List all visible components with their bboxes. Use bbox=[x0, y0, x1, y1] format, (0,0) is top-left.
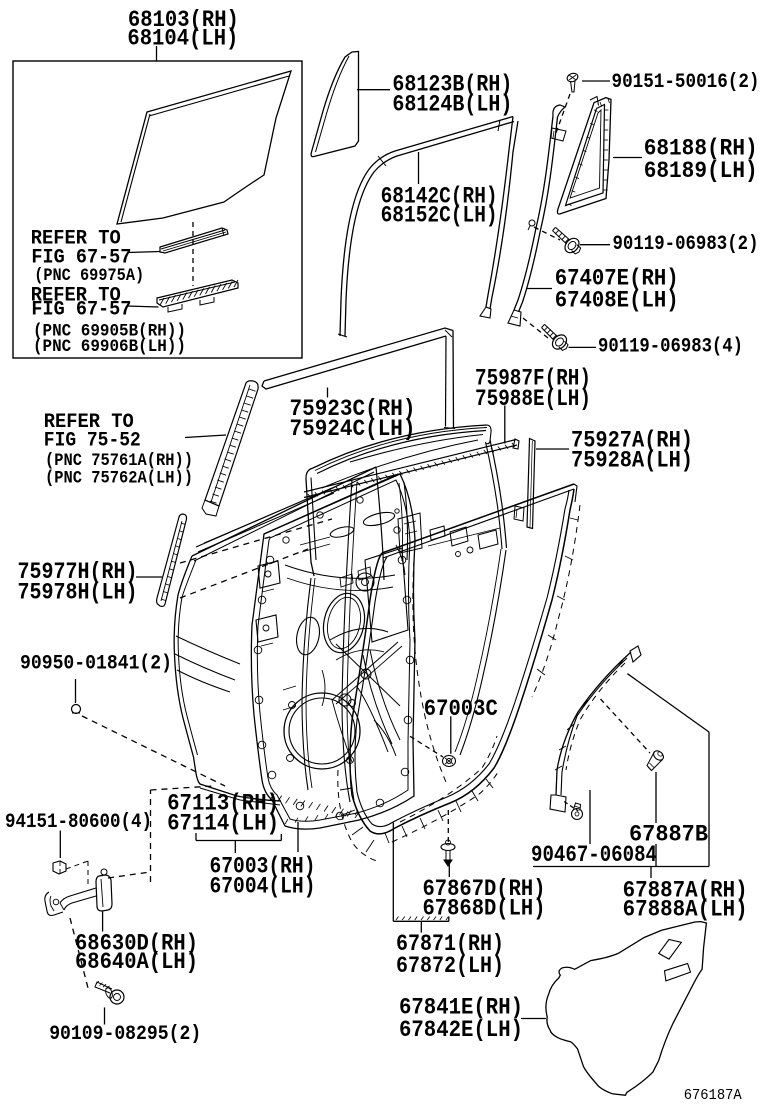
svg-text:68104(LH): 68104(LH) bbox=[127, 25, 238, 51]
svg-text:75978H(LH): 75978H(LH) bbox=[18, 580, 138, 606]
svg-text:68123B(RH): 68123B(RH) bbox=[392, 72, 512, 98]
svg-text:(PNC 69906B(LH)): (PNC 69906B(LH)) bbox=[33, 337, 186, 357]
svg-text:68188(RH): 68188(RH) bbox=[644, 136, 758, 162]
svg-text:75924C(LH): 75924C(LH) bbox=[290, 416, 416, 442]
svg-text:90119-06983(4): 90119-06983(4) bbox=[598, 336, 743, 359]
svg-text:67004(LH): 67004(LH) bbox=[210, 873, 316, 899]
svg-text:67872(LH): 67872(LH) bbox=[396, 953, 504, 979]
svg-text:(PNC 69905B(RH)): (PNC 69905B(RH)) bbox=[33, 322, 186, 342]
svg-text:68630D(RH): 68630D(RH) bbox=[75, 931, 198, 957]
svg-text:75923C(RH): 75923C(RH) bbox=[290, 396, 416, 422]
svg-text:(PNC 75761A(RH)): (PNC 75761A(RH)) bbox=[45, 451, 193, 471]
svg-text:67871(RH): 67871(RH) bbox=[396, 931, 504, 957]
svg-text:67867D(RH): 67867D(RH) bbox=[423, 876, 546, 902]
svg-text:67888A(LH): 67888A(LH) bbox=[623, 897, 748, 923]
svg-text:68152C(LH): 68152C(LH) bbox=[381, 203, 498, 229]
svg-text:FIG 67-57: FIG 67-57 bbox=[31, 299, 131, 322]
svg-text:75987F(RH): 75987F(RH) bbox=[475, 366, 591, 392]
svg-text:67868D(LH): 67868D(LH) bbox=[423, 896, 546, 922]
svg-text:68189(LH): 68189(LH) bbox=[644, 158, 758, 184]
svg-text:67003C: 67003C bbox=[424, 696, 498, 722]
svg-text:90151-50016(2): 90151-50016(2) bbox=[612, 71, 760, 94]
svg-text:67114(LH): 67114(LH) bbox=[167, 811, 279, 837]
svg-text:67842E(LH): 67842E(LH) bbox=[399, 1017, 523, 1043]
svg-text:75928A(LH): 75928A(LH) bbox=[571, 448, 693, 474]
svg-text:REFER TO: REFER TO bbox=[31, 285, 121, 308]
svg-text:90950-01841(2): 90950-01841(2) bbox=[20, 653, 172, 676]
svg-text:67407E(RH): 67407E(RH) bbox=[555, 266, 679, 292]
svg-text:68103(RH): 68103(RH) bbox=[128, 7, 239, 33]
svg-text:68124B(LH): 68124B(LH) bbox=[392, 92, 512, 118]
svg-text:67887A(RH): 67887A(RH) bbox=[623, 878, 748, 904]
svg-text:FIG 67-57: FIG 67-57 bbox=[31, 247, 131, 270]
svg-text:68640A(LH): 68640A(LH) bbox=[75, 949, 198, 975]
svg-text:90119-06983(2): 90119-06983(2) bbox=[613, 233, 759, 256]
svg-text:(PNC 75762A(LH)): (PNC 75762A(LH)) bbox=[45, 468, 193, 488]
svg-text:75927A(RH): 75927A(RH) bbox=[571, 428, 693, 454]
svg-text:676187A: 676187A bbox=[684, 1087, 742, 1104]
svg-text:90467-06084: 90467-06084 bbox=[531, 842, 657, 868]
svg-text:75988E(LH): 75988E(LH) bbox=[475, 386, 591, 412]
svg-text:90109-08295(2): 90109-08295(2) bbox=[49, 1023, 201, 1046]
svg-text:75977H(RH): 75977H(RH) bbox=[18, 559, 138, 585]
svg-text:94151-80600(4): 94151-80600(4) bbox=[5, 811, 152, 834]
svg-text:REFER TO: REFER TO bbox=[44, 411, 134, 434]
svg-text:(PNC 69975A): (PNC 69975A) bbox=[34, 266, 144, 286]
svg-text:FIG 75-52: FIG 75-52 bbox=[44, 430, 141, 453]
svg-text:REFER TO: REFER TO bbox=[31, 228, 121, 251]
svg-text:68142C(RH): 68142C(RH) bbox=[381, 184, 498, 210]
svg-text:67408E(LH): 67408E(LH) bbox=[555, 288, 679, 314]
svg-text:67841E(RH): 67841E(RH) bbox=[399, 995, 523, 1021]
svg-text:67887B: 67887B bbox=[629, 822, 708, 848]
svg-text:67003(RH): 67003(RH) bbox=[210, 853, 316, 879]
